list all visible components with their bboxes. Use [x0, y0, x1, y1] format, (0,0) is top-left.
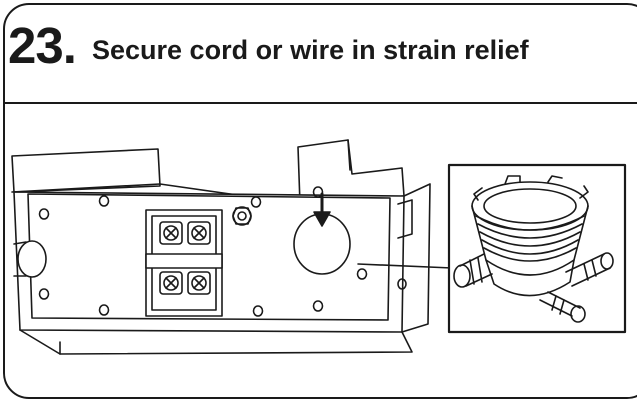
junction-box-illustration — [11, 139, 627, 355]
strain-relief-detail — [447, 163, 627, 334]
header-divider — [3, 102, 637, 104]
step-number: 23. — [8, 17, 77, 74]
knockout-hole — [293, 192, 351, 275]
step-title: Secure cord or wire in strain relief — [92, 35, 529, 65]
callout-leader-line — [357, 263, 453, 269]
terminal-block — [145, 206, 252, 317]
screw-holes — [38, 186, 407, 317]
illustration-area — [0, 104, 637, 404]
step-header: 23. Secure cord or wire in strain relief — [0, 0, 637, 104]
